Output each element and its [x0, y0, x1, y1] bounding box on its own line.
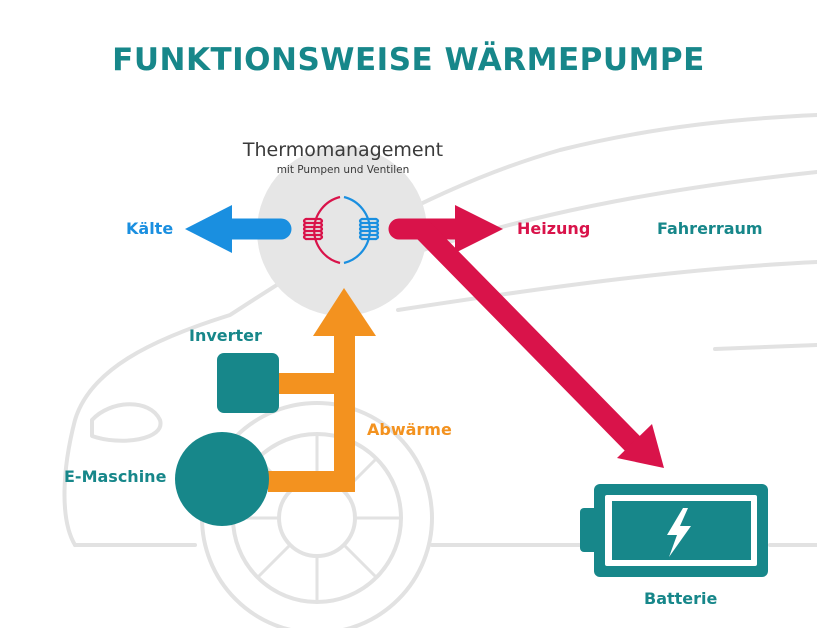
cold-label: Kälte: [126, 219, 174, 238]
heating-label: Heizung: [517, 219, 591, 238]
e-maschine-circle: [175, 432, 269, 526]
inverter-label: Inverter: [189, 326, 262, 345]
cold-arrow: [185, 205, 292, 253]
battery-arrow: [388, 218, 664, 468]
e-maschine-label: E-Maschine: [64, 467, 167, 486]
waste-heat-label: Abwärme: [367, 420, 452, 439]
inverter-box: [217, 353, 279, 413]
thermomanagement-label: Thermomanagement: [242, 139, 444, 161]
lightning-bolt-icon: [667, 508, 691, 557]
thermomanagement-sublabel: mit Pumpen und Ventilen: [276, 164, 410, 176]
thermomanagement-circle: [257, 146, 427, 316]
heat-exchanger-coils-icon: [302, 195, 380, 265]
battery-label: Batterie: [644, 589, 718, 608]
cabin-label: Fahrerraum: [657, 219, 763, 238]
page-title: FUNKTIONSWEISE WÄRMEPUMPE: [112, 42, 705, 78]
waste-heat-arrow: [268, 288, 376, 492]
battery-icon: [580, 484, 768, 577]
